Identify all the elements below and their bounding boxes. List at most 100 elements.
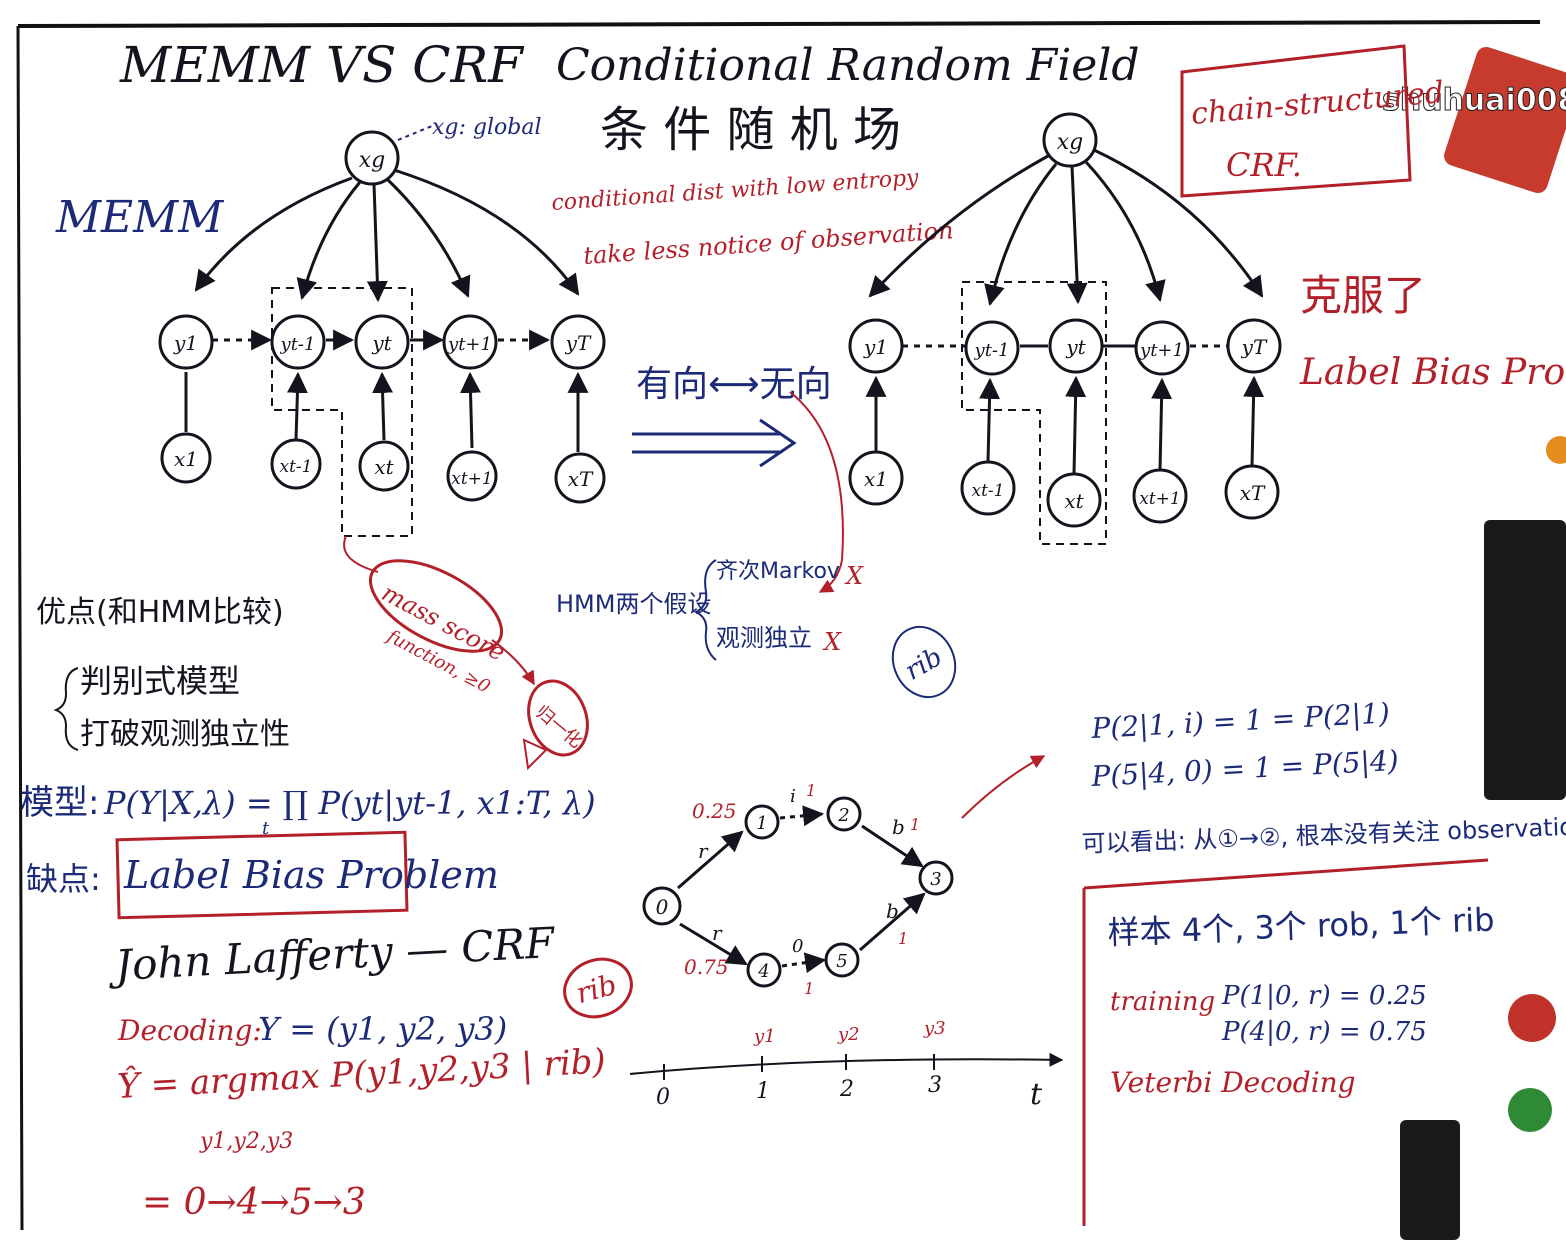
memm-edge-xt-1-yt-1: [286, 371, 308, 441]
training-label: training: [1110, 987, 1215, 1017]
board-top-edge: [17, 20, 1541, 28]
memm-node-xT: [554, 452, 606, 504]
title-memm-vs-crf: MEMM VS CRF: [119, 36, 525, 94]
red-link-to-markov: [789, 391, 844, 593]
disadvantage-label: 缺点:: [26, 860, 101, 898]
crf-xT-label: xT: [1240, 481, 1266, 505]
axis-top-y1: y1: [753, 1026, 776, 1047]
brace-assumptions: [693, 559, 717, 661]
memm-edge-xg-y1: [194, 176, 353, 292]
memm-graph: xg y1 yt-1 yt yt+1 yT x1: [158, 130, 606, 537]
disadvantage-box: [115, 830, 409, 920]
red-magnet: [1444, 46, 1566, 194]
memm-xt+1-label: xt+1: [451, 469, 492, 489]
mass-score-leader: [343, 535, 379, 573]
fsm-label-1-d: 1: [898, 929, 908, 948]
fsm-label-i: i: [790, 786, 796, 807]
memm-xT-label: xT: [568, 467, 594, 491]
memm-node-x1: [160, 432, 212, 484]
normalize-tail: [522, 738, 548, 771]
mass-score-oval: [368, 559, 504, 653]
crf-clique-box: [961, 281, 1107, 545]
fsm-label-0.25: 0.25: [692, 799, 737, 823]
crf-xt+1-label: xt+1: [1139, 489, 1180, 509]
memm-xt-label: xt: [374, 455, 394, 479]
advantage-break-independence: 打破观测独立性: [80, 717, 290, 752]
memm-yt-label: yt: [371, 331, 392, 355]
title-conditional-random-field: Conditional Random Field: [556, 40, 1140, 91]
decoding-label: Decoding:: [117, 1014, 262, 1047]
crf-edge-xt-yt: [1065, 375, 1087, 475]
argmax-sub: y1,y2,y3: [199, 1129, 293, 1154]
crf-yt-1-label: yt-1: [974, 340, 1010, 361]
fsm-state-0: [642, 886, 682, 926]
crf-y1-label: y1: [863, 335, 888, 359]
hmm-assumptions: HMM两个假设: [556, 590, 711, 618]
crf-graph: xg y1 yt-1 yt yt+1 yT x1 xt-1 xt xt+1: [848, 112, 1282, 545]
crf-yt-label: yt: [1065, 335, 1086, 359]
training-prob-1: P(1|0, r) = 0.25: [1221, 981, 1427, 1011]
time-axis-line: [629, 1052, 1064, 1075]
memm-edge-xg-yt-1: [296, 181, 362, 301]
advantage-discriminative: 判别式模型: [80, 662, 240, 700]
memm-xt-1-label: xt-1: [280, 457, 313, 477]
memm-node-xg-label: xg: [359, 148, 386, 173]
crf-edge-xg-y1: [868, 154, 1049, 298]
axis-tick-label-3: 3: [928, 1073, 942, 1098]
double-arrow-head: [759, 418, 797, 468]
normalize-arrow: [491, 639, 535, 686]
fsm-label-1-c: 1: [804, 979, 814, 998]
memm-node-xt+1: [446, 450, 498, 502]
crf-edge-xt-1-yt-1: [979, 377, 1001, 463]
model-label: 模型:: [20, 783, 99, 823]
overcome-problem: Label Bias Problem: [1299, 352, 1566, 393]
black-magnet: [1484, 520, 1566, 800]
fsm-state-0-label: 0: [656, 895, 669, 919]
fsm-edge-5-3: [859, 892, 926, 952]
crf-node-xg-label: xg: [1057, 130, 1084, 155]
orange-pin: [1546, 436, 1566, 464]
viterbi-decoding: Veterbi Decoding: [1110, 1066, 1356, 1099]
sample-box-top: [1083, 858, 1489, 890]
fsm-state-4-label: 4: [757, 961, 769, 982]
rib-oval-left: [563, 957, 633, 1019]
overcome-label: 克服了: [1300, 271, 1426, 320]
black-magnet-bottom: [1400, 1120, 1460, 1240]
fsm-label-b-bottom: b: [886, 899, 899, 923]
memm-node-yT: [550, 314, 606, 370]
fsm-label-1-b: 1: [910, 815, 920, 834]
memm-node-yt+1: [442, 314, 498, 370]
crf-x1-label: x1: [864, 467, 888, 491]
obs-independence: 观测独立: [716, 624, 812, 652]
fsm-label-0: 0: [792, 936, 803, 957]
memm-node-xg: [344, 130, 400, 186]
red-arrow-to-probs: [961, 755, 1046, 819]
rib-oval-mid: [891, 625, 957, 699]
crf-yT-label: yT: [1241, 335, 1268, 359]
normalize-oval: [527, 679, 589, 757]
memm-edge-xt-yt: [372, 371, 394, 441]
crf-edge-xg-yT: [1093, 148, 1264, 298]
memm-node-xt: [358, 440, 410, 492]
memm-yT-label: yT: [565, 331, 592, 355]
watermark: shuhuai008: [1382, 83, 1566, 118]
homogeneous-markov: 齐次Markov: [716, 559, 840, 584]
decoding-formula: Y = (y1, y2, y3): [258, 1010, 507, 1048]
markov-cross: X: [844, 562, 864, 590]
red-pin: [1508, 994, 1556, 1042]
memm-label: MEMM: [55, 192, 224, 243]
crf-edge-xg-yt-1: [984, 163, 1058, 307]
fsm-edge-1-2: [779, 805, 825, 827]
fsm-label-b-top: b: [892, 815, 905, 839]
memm-clique-box: [271, 287, 413, 537]
chain-crf-line2: CRF.: [1226, 146, 1302, 184]
global-note-leader: [397, 125, 433, 141]
fsm-state-3-label: 3: [930, 869, 941, 890]
crf-edge-xg-yt: [1066, 165, 1088, 305]
crf-node-x1: [848, 450, 904, 506]
crf-node-xg: [1042, 112, 1098, 168]
fsm-edge-0-1: [677, 830, 744, 890]
fsm-state-4: [746, 952, 782, 988]
global-note: xg: global: [432, 115, 542, 140]
